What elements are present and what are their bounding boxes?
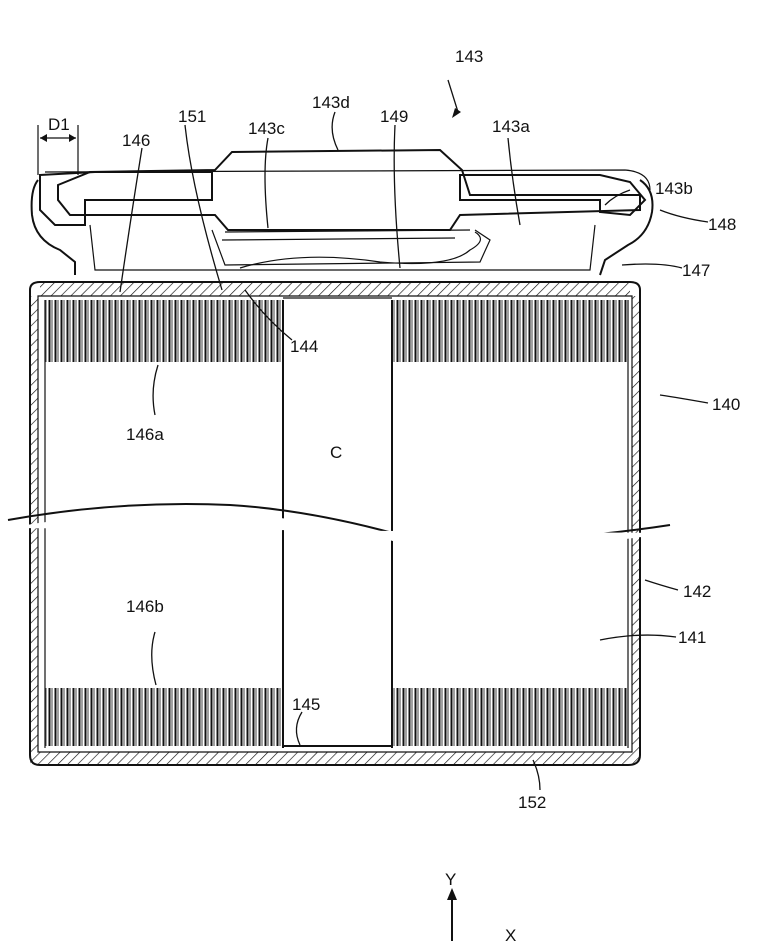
label-148: 148 [708, 215, 736, 234]
label-151: 151 [178, 107, 206, 126]
label-149: 149 [380, 107, 408, 126]
label-143c: 143c [248, 119, 285, 138]
axis-indicator [447, 888, 457, 941]
label-147: 147 [682, 261, 710, 280]
label-D1: D1 [48, 115, 70, 134]
label-152: 152 [518, 793, 546, 812]
label-146a: 146a [126, 425, 164, 444]
label-146: 146 [122, 131, 150, 150]
label-C: C [330, 443, 342, 462]
label-Y: Y [445, 870, 456, 889]
label-142: 142 [683, 582, 711, 601]
label-140: 140 [712, 395, 740, 414]
label-143d: 143d [312, 93, 350, 112]
label-X: X [505, 926, 516, 941]
leader-lines [120, 80, 708, 790]
label-143b: 143b [655, 179, 693, 198]
label-143a: 143a [492, 117, 530, 136]
label-146b: 146b [126, 597, 164, 616]
label-145: 145 [292, 695, 320, 714]
label-144: 144 [290, 337, 318, 356]
label-141: 141 [678, 628, 706, 647]
label-143: 143 [455, 47, 483, 66]
